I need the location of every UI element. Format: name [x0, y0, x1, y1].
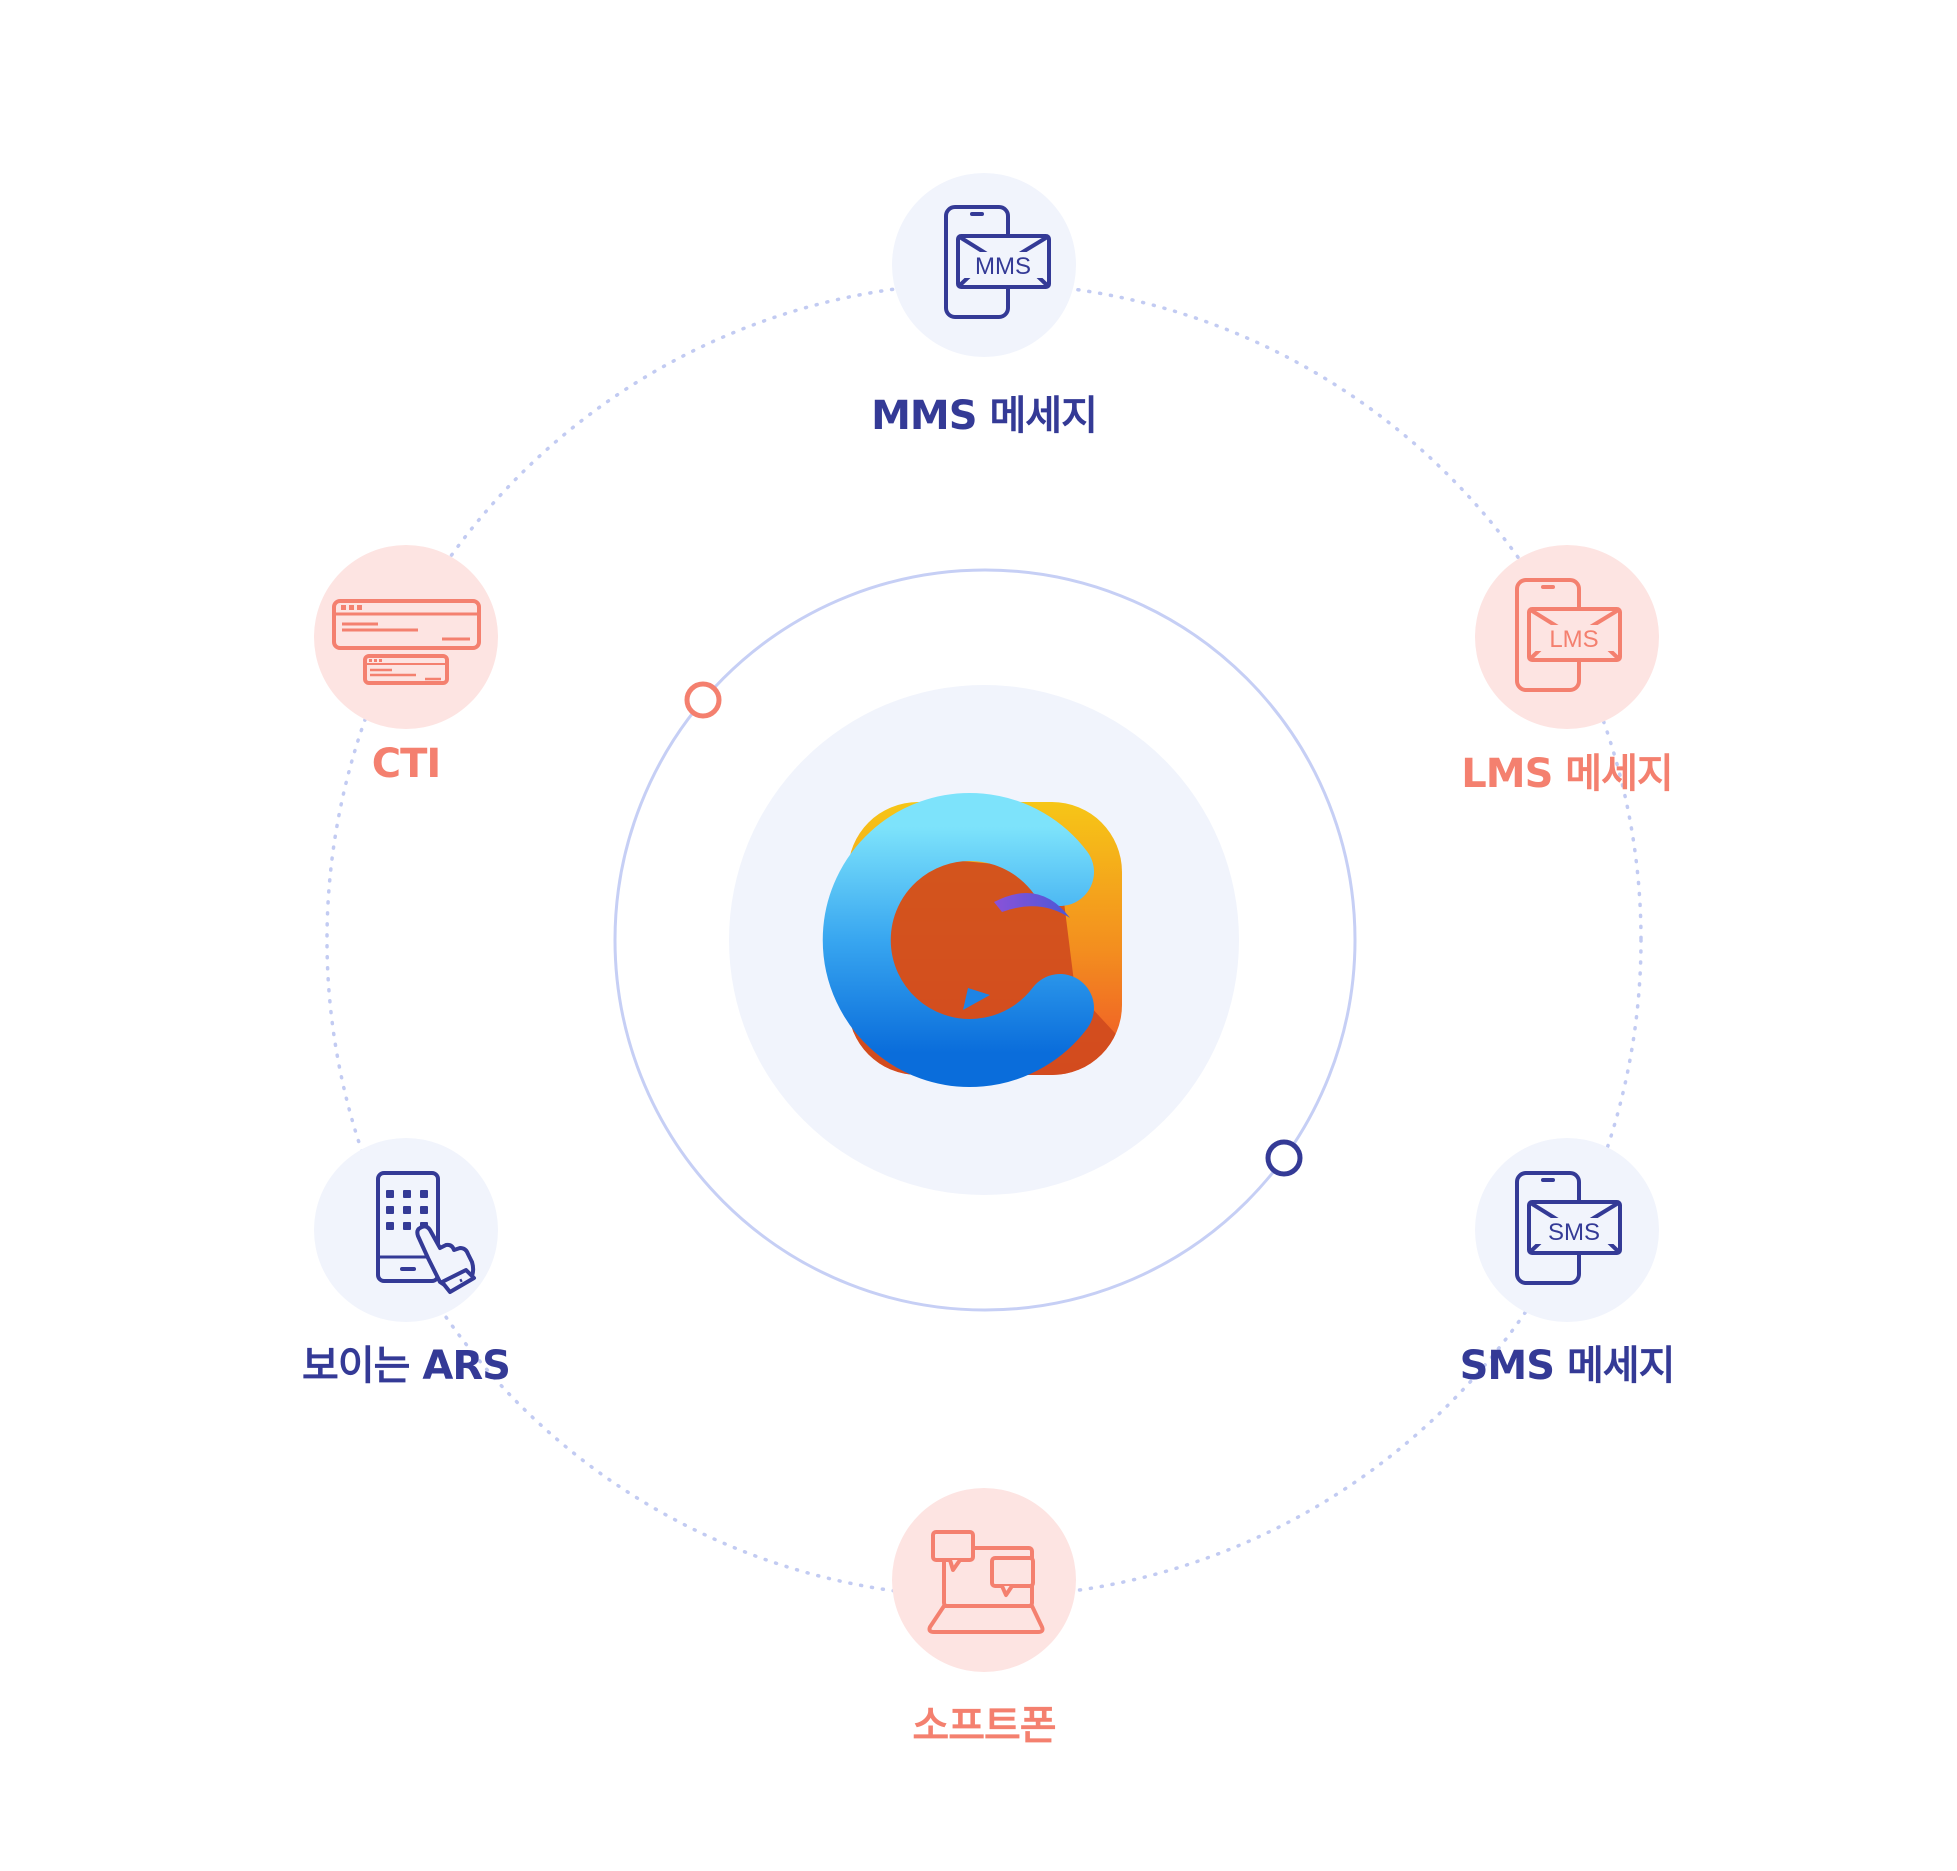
- node-lms-label: LMS 메세지: [1461, 751, 1673, 797]
- laptop-chat-icon: [927, 1530, 1045, 1634]
- sms-phone-envelope-icon: SMS: [1515, 1171, 1622, 1285]
- orbit-dot-navy: [1265, 1139, 1303, 1177]
- node-mms-label: MMS 메세지: [871, 393, 1098, 439]
- node-cti-label: CTI: [371, 741, 442, 787]
- node-sms: SMS: [1475, 1138, 1659, 1322]
- node-lms: LMS: [1475, 545, 1659, 729]
- cti-window-icon: [332, 599, 481, 685]
- inner-orbit-ring: [613, 568, 1357, 1312]
- keypad-phone-touch-icon: [376, 1171, 476, 1294]
- node-softphone-background: [892, 1488, 1076, 1672]
- mms-icon-text: MMS: [975, 253, 1031, 280]
- node-cti: [314, 545, 498, 729]
- node-softphone-label: 소프트폰: [912, 1703, 1056, 1749]
- sms-icon-text: SMS: [1548, 1219, 1600, 1246]
- outer-orbit-ring: [325, 281, 1643, 1599]
- node-ars: [314, 1138, 498, 1322]
- node-softphone: [892, 1488, 1076, 1672]
- lms-phone-envelope-icon: LMS: [1515, 578, 1622, 692]
- lms-icon-text: LMS: [1549, 626, 1598, 653]
- node-ars-label: 보이는 ARS: [302, 1343, 511, 1389]
- chat-c-logo-icon: [822, 793, 1122, 1087]
- node-sms-label: SMS 메세지: [1459, 1343, 1676, 1389]
- orbit-dot-coral: [684, 681, 722, 719]
- mms-phone-envelope-icon: MMS: [944, 205, 1051, 319]
- node-mms: MMS: [892, 173, 1076, 357]
